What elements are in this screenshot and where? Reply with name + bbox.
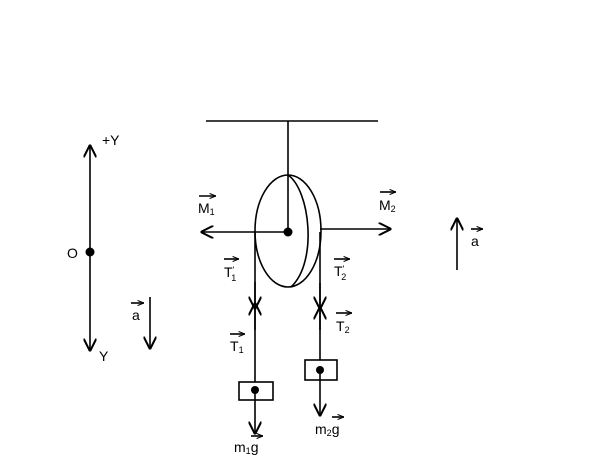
- pulley-rim-curve: [287, 174, 309, 288]
- mass-1-block: [238, 381, 274, 401]
- accel-up-label: a: [471, 233, 479, 249]
- m2g-label: m2g: [315, 421, 339, 438]
- t1-prime-label: T'1: [224, 264, 236, 283]
- m1g-label: m1g: [234, 439, 258, 456]
- origin-label: O: [67, 245, 78, 261]
- vector-overbars: [131, 192, 483, 436]
- t1-label: T1: [230, 338, 244, 355]
- t2-label: T2: [336, 318, 350, 335]
- t2-prime-label: T'2: [334, 263, 346, 282]
- origin-point: [85, 247, 95, 257]
- m1-force-label: M1: [198, 200, 215, 217]
- plus-y-label: +Y: [102, 132, 120, 148]
- y-axis-label: Y: [99, 348, 109, 364]
- m2-force-label: M2: [379, 197, 396, 214]
- accel-down-label: a: [132, 307, 140, 323]
- mass-2-block: [304, 359, 338, 381]
